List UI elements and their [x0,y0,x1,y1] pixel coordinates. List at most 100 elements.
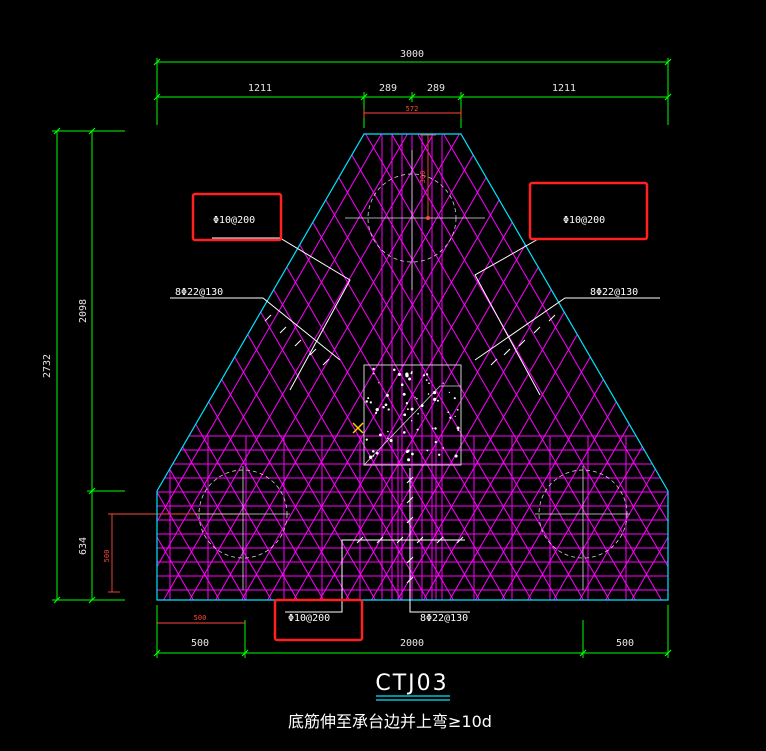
rebar-diagonal-left [541,134,668,600]
cap-outline [156,133,669,601]
leader-tick [456,536,464,544]
dimension-tick [457,93,465,101]
dimension-tick [153,93,161,101]
concrete-hatch-dot [432,390,437,395]
concrete-hatch-dot [434,440,437,444]
concrete-hatch-dot [457,429,459,431]
concrete-hatch-dot [456,408,459,411]
highlight-box-top-right[interactable] [528,181,649,241]
dim-top-left: 1211 [248,83,272,94]
pile-circles [198,173,628,559]
concrete-hatch-dot [397,372,401,376]
leader-tick [309,348,317,356]
dim-top-red: 572 [406,105,419,113]
concrete-hatch-dot [436,399,439,402]
concrete-hatch-dot [410,372,413,375]
concrete-hatch-dot [428,382,430,385]
dim-bottom-red: 500 [194,614,207,622]
leader-tick [406,496,414,504]
concrete-hatch-dot [433,397,437,402]
concrete-hatch-dot [454,454,458,458]
dim-bottom-left: 500 [191,638,209,649]
label-bottom-main-rebar: 8Φ22@130 [420,613,468,624]
concrete-hatch-dot [372,372,375,375]
concrete-hatch-dot [400,383,404,387]
label-left-main-rebar: 8Φ22@130 [175,287,223,298]
dimension-tick [153,649,161,657]
concrete-hatch-dot [405,372,409,376]
concrete-hatch-dot [422,374,426,377]
concrete-hatch-dot [389,439,393,443]
concrete-hatch-dot [410,407,414,411]
rebar-diagonal-right [157,134,310,600]
column-section [363,364,462,466]
rebar-diagonal-left [157,134,431,600]
concrete-hatch-dot [369,401,372,404]
dimension-tick [579,649,587,657]
rebar-diagonal-left [593,134,668,600]
concrete-hatch-dot [402,392,406,396]
concrete-hatch-dot [375,407,379,412]
rebar-diagonal-left [157,134,457,600]
highlight-boxes [191,181,649,642]
dimension-tick [88,487,96,495]
rebar-diagonal-right [157,134,258,600]
concrete-hatch-dot [420,404,424,408]
dim-bottom-right: 500 [616,638,634,649]
concrete-hatch-dot [387,430,389,433]
dimension-ticks [53,58,672,657]
leader-tick [406,576,414,584]
concrete-hatch-dot [438,453,441,456]
concrete-hatch-dot [378,382,380,384]
drawing-title: CTJ03 [375,671,448,696]
concrete-hatch-dot [403,413,407,417]
highlight-box-bottom[interactable] [273,598,364,642]
rebar-diagonal-left [177,134,509,600]
concrete-hatch-dot [405,450,409,454]
pile-centerlines [195,150,630,590]
dimension-tick [360,93,368,101]
concrete-hatch-dot [408,377,412,381]
concrete-hatch-dot [372,367,375,371]
leader-tick [490,358,498,366]
concrete-hatch-dot [442,447,445,449]
leader-tick [406,516,414,524]
leader-tick [396,536,404,544]
rebar-diagonal-right [157,134,232,600]
dimension-tick [88,596,96,604]
dim-top-mid-right: 289 [427,83,445,94]
leader-lines [170,237,660,613]
leader-tick [279,326,287,334]
drawing-note: 底筋伸至承台边并上弯≥10d [288,712,492,731]
highlight-box-top-left[interactable] [191,192,283,242]
concrete-hatch-dot [384,403,388,407]
concrete-hatch-dot [447,411,450,414]
rebar-diagonal-right [157,134,284,600]
concrete-hatch-dot [405,402,409,405]
dimension-tick [53,127,61,135]
label-right-main-rebar: 8Φ22@130 [590,287,638,298]
center-marks [352,216,430,434]
concrete-hatch-dot [372,455,375,457]
rebar-diagonal-left [567,134,668,600]
leader-tick [548,314,556,322]
rebar-diagonal-left [157,134,483,600]
concrete-hatch-dot [367,397,370,400]
concrete-hatch-dot [365,438,368,441]
dim-left-total: 2732 [42,354,53,378]
concrete-hatch-dot [449,416,452,419]
concrete-hatch-dot [375,451,379,455]
concrete-hatch-dot [411,452,414,456]
concrete-hatch-dot [407,408,409,411]
concrete-hatch-dot [417,413,419,415]
leader-tick [436,536,444,544]
dimension-tick [408,93,416,101]
concrete-hatch-dot [416,397,418,400]
dim-top-right: 1211 [552,83,576,94]
dim-left-upper: 2098 [78,299,89,323]
rebar-grid [157,134,668,600]
leader-ticks [264,314,556,584]
label-bottom-rebar: Φ10@200 [288,613,330,624]
concrete-hatch-dot [387,408,390,411]
rebar-diagonal-right [316,134,648,600]
